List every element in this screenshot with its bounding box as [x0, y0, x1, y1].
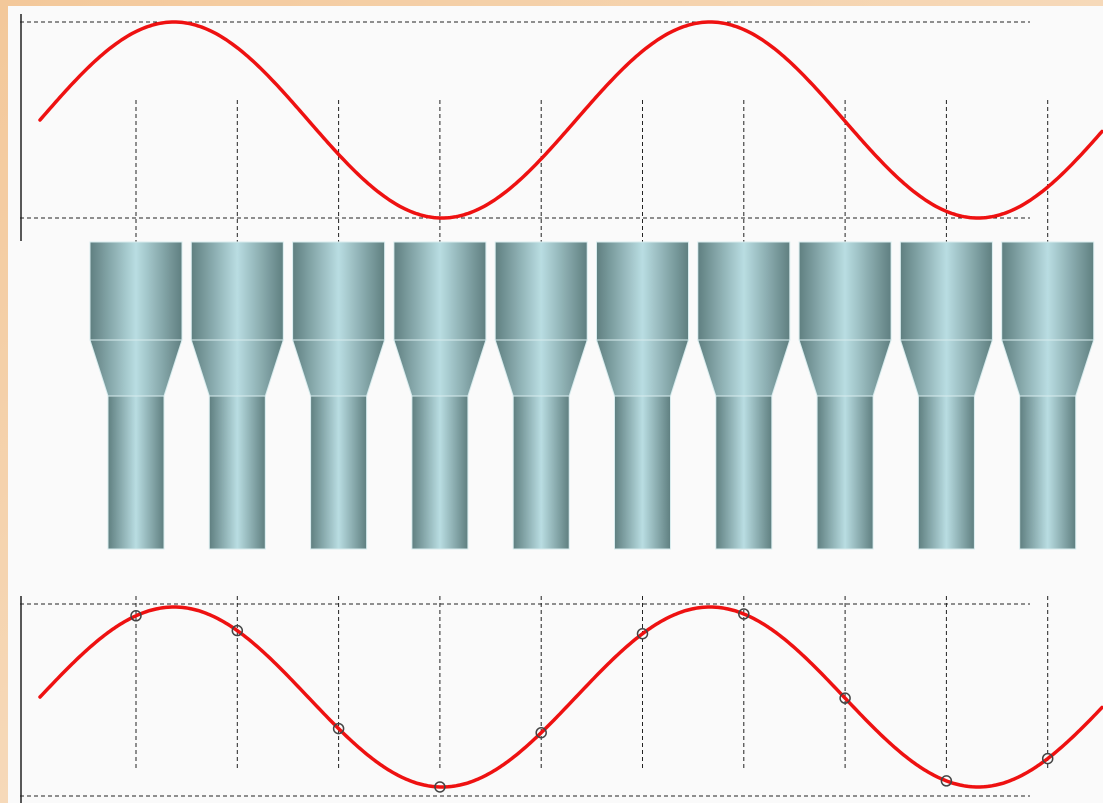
injector-stem	[107, 395, 165, 550]
injector-7	[697, 241, 791, 550]
bottom-wave-guides	[20, 603, 1030, 797]
injector-body	[697, 241, 791, 341]
sample-point-9	[940, 775, 953, 787]
injector-9	[899, 241, 994, 550]
sample-point-4	[434, 781, 446, 793]
injector-10	[1001, 241, 1095, 550]
sample-point-3	[332, 722, 345, 735]
injector-2	[190, 241, 284, 550]
injector-stem	[816, 395, 874, 550]
injector-body	[393, 241, 487, 341]
sample-point-2	[231, 624, 244, 637]
bottom-wave-curve	[38, 605, 1103, 789]
injector-body	[89, 241, 183, 341]
injector-stem	[310, 395, 368, 550]
injector-body	[798, 241, 892, 341]
injector-stem	[512, 395, 570, 550]
injector-stem	[917, 395, 975, 550]
sample-point-8	[839, 692, 851, 704]
sample-point-10	[1041, 752, 1054, 765]
injector-1	[89, 241, 183, 550]
injector-body	[1001, 241, 1095, 341]
sample-points	[130, 608, 1054, 793]
sample-point-5	[535, 726, 547, 739]
injector-stem	[411, 395, 469, 550]
sample-point-6	[636, 627, 649, 640]
sample-guide-lines	[135, 100, 1049, 768]
injector-body	[190, 241, 284, 341]
injector-stem	[208, 395, 266, 550]
bottom-wave	[38, 605, 1103, 789]
injector-stem	[715, 395, 773, 550]
top-wave	[38, 20, 1103, 220]
injector-body	[596, 241, 689, 341]
injector-5	[494, 241, 588, 550]
injector-3	[291, 241, 386, 550]
sample-point-1	[130, 610, 142, 622]
injector-4	[393, 241, 487, 550]
injector-stem	[614, 395, 671, 550]
injector-stem	[1019, 395, 1077, 550]
injector-body	[292, 241, 386, 341]
injector-body	[494, 241, 588, 341]
injector-6	[595, 241, 690, 550]
injector-body	[899, 241, 993, 341]
top-wave-curve	[38, 20, 1103, 220]
sample-point-7	[738, 608, 750, 620]
injector-row	[89, 241, 1095, 550]
injector-8	[798, 241, 892, 550]
